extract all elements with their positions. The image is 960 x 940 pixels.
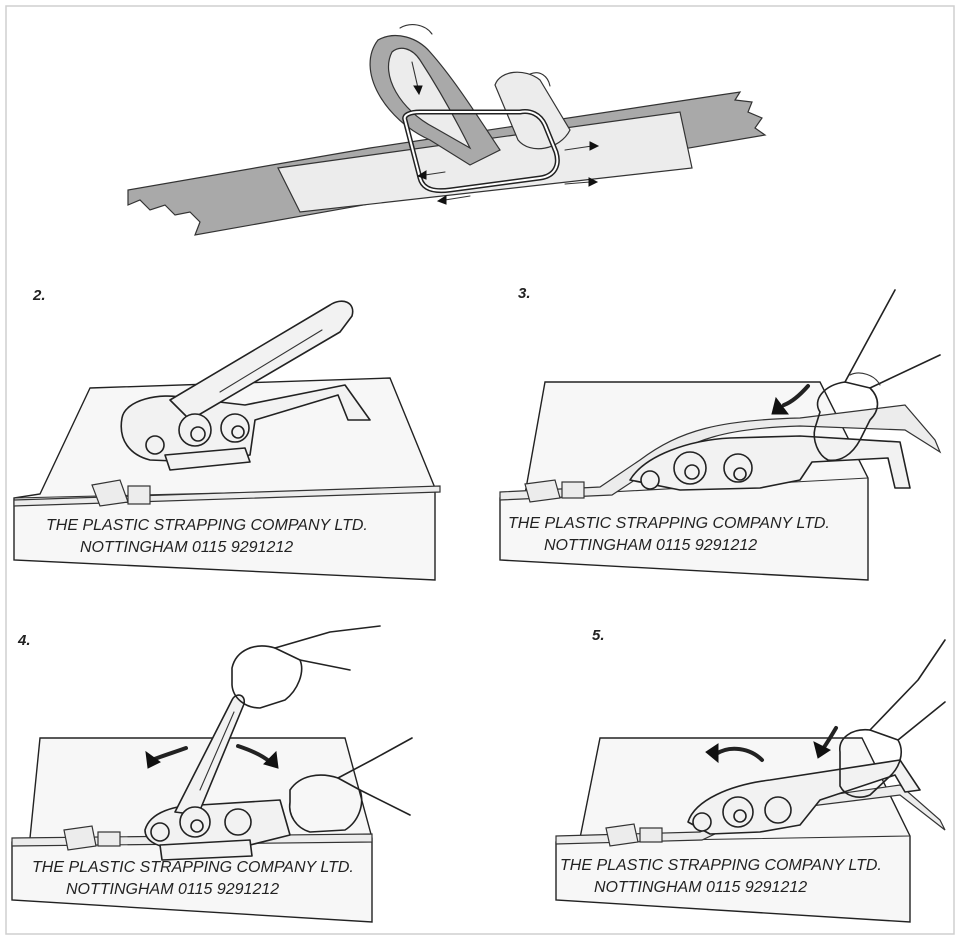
arrowhead-lower [436,195,447,205]
buckle-small [97,831,121,847]
arrowhead-lower-right [588,177,599,187]
press-arrow [782,384,810,407]
arrow-side-curve [529,72,551,87]
rock-arrowhead-right [263,750,279,769]
gear-wheel-right [764,796,792,824]
buckle-small [127,485,151,505]
box-label-line2: NOTTINGHAM 0115 9291212 [66,881,279,898]
handle-slot [199,711,235,791]
gear-hub-center [684,464,700,480]
strap-tail [524,479,561,503]
strap-tail [63,825,97,851]
arrow-top-curve [399,24,433,35]
gear-wheel-right [224,808,252,836]
step-4-panel: 4. THE PLASTIC STRAPPING COMPANY LTD. NO… [11,625,413,923]
box-label-line1: THE PLASTIC STRAPPING COMPANY LTD. [32,859,354,876]
box-label-line1: THE PLASTIC STRAPPING COMPANY LTD. [46,517,368,534]
sleeve [844,289,941,389]
hand-holding-tool [288,774,363,833]
step-2-panel: 2. THE PLASTIC STRAPPING COMPANY LTD. NO… [13,287,441,581]
buckle-small [639,827,663,843]
handle-slot [219,329,323,393]
strap-loop-inner [387,47,472,150]
rock-arrowhead-left [145,750,161,769]
curve-arrowhead-left [705,743,719,764]
curve-arrow-left [714,746,764,762]
box-label-line2: NOTTINGHAM 0115 9291212 [594,879,807,896]
strap-tail [605,823,639,847]
cutter-plate [159,839,253,861]
hand-pressing [813,381,879,462]
down-arrowhead [813,741,831,759]
outer-frame [5,5,955,935]
step-number: 5. [592,627,605,644]
box-label-line1: THE PLASTIC STRAPPING COMPANY LTD. [508,515,830,532]
upper-sleeve [274,625,381,671]
sleeve-cuff [849,372,881,386]
arrow-left [424,171,446,176]
gear-wheel-left [150,822,170,842]
box-label-line2: NOTTINGHAM 0115 9291212 [80,539,293,556]
step-number: 4. [17,632,31,649]
gear-hub-right [231,425,245,439]
sleeve [869,639,946,741]
arrow-lower [444,195,471,201]
metal-buckle-inner [403,110,559,192]
box-label-line2: NOTTINGHAM 0115 9291212 [544,537,757,554]
tensioner-handle [169,300,354,421]
step-5-panel: 5. THE PLASTIC STRAPPING COMPANY LTD. NO… [555,627,946,923]
step-1-buckle-illustration [127,24,767,236]
arrowhead-down [413,85,423,96]
gear-wheel-left [640,470,660,490]
step-number: 2. [32,287,46,304]
gear-hub-center [733,809,747,823]
buckle-small [561,481,585,499]
cutter-plate [164,447,251,471]
hand-lifting [839,728,902,798]
arrow-lower-right [564,181,591,185]
gear-wheel-left [692,812,712,832]
arrow-down [411,61,419,89]
arrowhead-right [589,141,600,151]
gear-wheel-left [145,435,165,455]
step-3-panel: 3. THE PLASTIC STRAPPING COMPANY LTD. NO… [499,285,942,581]
step-number: 3. [518,285,531,302]
press-arrowhead [771,396,789,415]
arrow-right [564,145,593,151]
hand-on-handle [231,645,303,709]
box-label-line1: THE PLASTIC STRAPPING COMPANY LTD. [560,857,882,874]
gear-hub-right [733,467,747,481]
gear-hub-center [190,819,204,833]
gear-hub-center [190,426,206,442]
carton-box [13,377,436,581]
lower-sleeve [337,737,413,816]
arrowhead-left [416,170,427,180]
